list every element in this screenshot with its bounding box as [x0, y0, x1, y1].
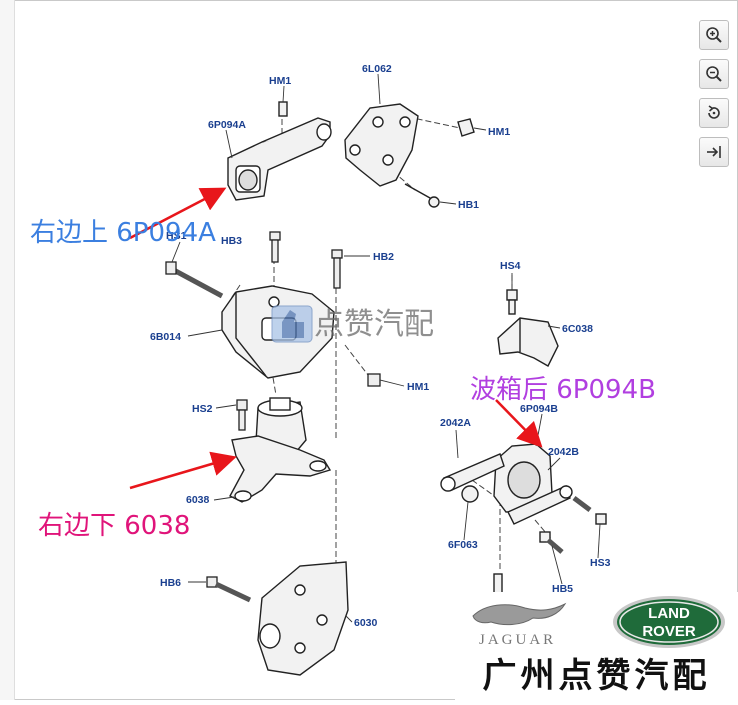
label-hs1: HS1 — [166, 230, 187, 242]
label-2042b: 2042B — [548, 446, 579, 458]
fit-page-button[interactable] — [699, 137, 729, 167]
zoom-in-icon — [706, 27, 722, 43]
label-hb3: HB3 — [221, 235, 242, 247]
part-labels: HM1 6L062 HM1 6P094A HB1 HS1 HB3 HB2 6B0… — [150, 63, 611, 629]
label-hs4: HS4 — [500, 260, 521, 272]
callout-right-upper: 右边上 6P094A — [30, 218, 216, 248]
parts-diagram: 点赞汽配 HM1 6L062 HM1 6P094A HB1 HS1 HB3 HB… — [129, 63, 611, 676]
rotate-button[interactable] — [699, 98, 729, 128]
label-hs3: HS3 — [590, 557, 611, 569]
label-hb6: HB6 — [160, 577, 181, 589]
shop-name: 广州点赞汽配 — [482, 656, 711, 696]
jaguar-wordmark: JAGUAR — [479, 632, 556, 648]
label-6c038: 6C038 — [562, 323, 593, 335]
brand-logos: JAGUAR LAND ROVER — [455, 592, 738, 700]
label-hb2: HB2 — [373, 251, 394, 263]
leader-lines — [171, 73, 601, 623]
label-hs2: HS2 — [192, 403, 213, 415]
brand-logo-strip: JAGUAR LAND ROVER — [472, 596, 725, 648]
rotate-icon — [708, 105, 720, 119]
callout-arrows — [129, 187, 543, 490]
label-hm1-top: HM1 — [269, 75, 291, 87]
label-hm1-mid: HM1 — [407, 381, 429, 393]
rover-wordmark: ROVER — [642, 623, 696, 640]
label-6l062: 6L062 — [362, 63, 392, 75]
label-6030: 6030 — [354, 617, 378, 629]
callout-right-lower: 右边下 6038 — [38, 511, 191, 541]
land-rover-logo: LAND ROVER — [613, 596, 725, 648]
left-scroll-gutter — [0, 0, 15, 700]
mount-6038-illustration — [229, 397, 332, 503]
zoom-out-icon — [706, 66, 722, 82]
fit-page-icon — [707, 146, 721, 158]
mount-6p094a-illustration — [227, 101, 332, 201]
label-6038: 6038 — [186, 494, 210, 506]
label-2042a: 2042A — [440, 417, 471, 429]
label-hm1-right: HM1 — [488, 126, 510, 138]
jaguar-logo: JAGUAR — [472, 602, 567, 648]
arrow-to-6038 — [129, 451, 237, 490]
label-6p094a: 6P094A — [208, 119, 246, 131]
bracket-6030-illustration — [257, 561, 349, 676]
zoom-out-button[interactable] — [699, 59, 729, 89]
bolts-upper-illustration — [165, 231, 381, 603]
watermark: 点赞汽配 — [271, 305, 434, 343]
land-wordmark: LAND — [648, 605, 690, 622]
arrow-to-6p094b — [495, 399, 543, 448]
bracket-6l062-illustration — [344, 103, 475, 208]
zoom-in-button[interactable] — [699, 20, 729, 50]
watermark-text: 点赞汽配 — [314, 307, 434, 342]
label-6b014: 6B014 — [150, 331, 181, 343]
label-6p094b: 6P094B — [520, 403, 558, 415]
callout-gearbox-rear: 波箱后 6P094B — [470, 375, 656, 405]
viewer-toolbar — [699, 20, 731, 176]
label-6f063: 6F063 — [448, 539, 478, 551]
heatshield-6c038-illustration — [497, 289, 559, 367]
mount-6p094b-illustration — [440, 443, 607, 595]
diagram-viewer: 点赞汽配 HM1 6L062 HM1 6P094A HB1 HS1 HB3 HB… — [15, 0, 695, 700]
label-hb1: HB1 — [458, 199, 479, 211]
arrow-to-6p094a — [129, 187, 227, 240]
